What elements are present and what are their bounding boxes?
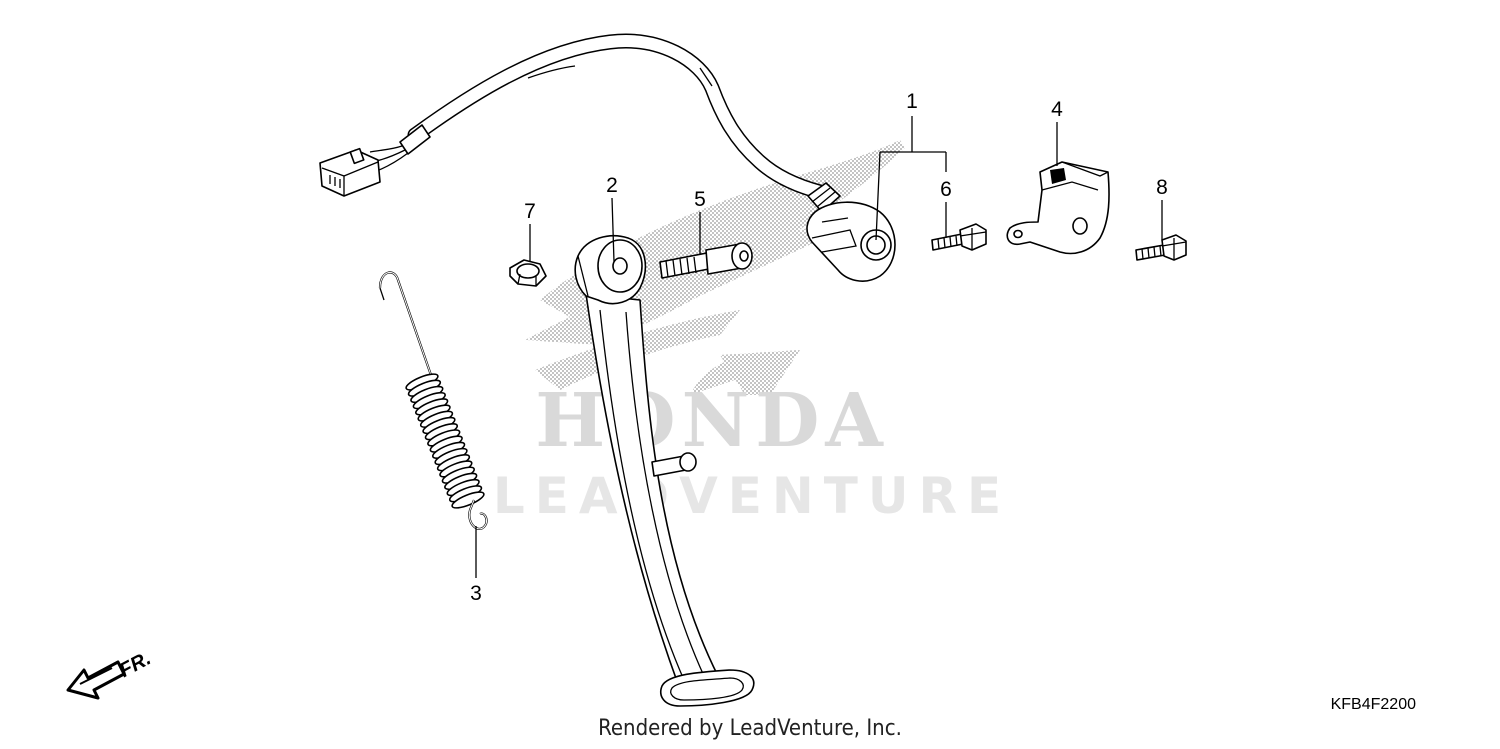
nut-7[interactable] bbox=[509, 259, 547, 287]
wiring-harness bbox=[319, 33, 841, 213]
callout-2[interactable]: 2 bbox=[606, 174, 618, 197]
footer-credit: Rendered by LeadVenture, Inc. bbox=[598, 716, 902, 741]
bolt-6[interactable] bbox=[931, 223, 987, 251]
callout-6[interactable]: 6 bbox=[940, 178, 952, 201]
spring-coils bbox=[405, 373, 485, 509]
callout-8[interactable]: 8 bbox=[1156, 176, 1168, 199]
bolt-8[interactable] bbox=[1135, 234, 1187, 261]
leadventure-watermark-text: LEADVENTURE bbox=[493, 467, 1011, 525]
front-direction-arrow: FR. bbox=[66, 647, 155, 700]
callout-5[interactable]: 5 bbox=[694, 188, 706, 211]
callout-3[interactable]: 3 bbox=[470, 582, 482, 605]
bracket-4[interactable] bbox=[1006, 161, 1110, 255]
leader-lines bbox=[475, 116, 1163, 578]
side-stand-switch[interactable] bbox=[806, 201, 896, 282]
callouts: 1 2 3 4 5 6 7 8 bbox=[470, 90, 1168, 605]
spring-3[interactable] bbox=[378, 271, 488, 530]
spring-coil bbox=[451, 491, 485, 509]
callout-7[interactable]: 7 bbox=[524, 200, 536, 223]
honda-watermark-text: HONDA bbox=[535, 378, 889, 464]
callout-1[interactable]: 1 bbox=[906, 90, 918, 113]
side-stand-2[interactable] bbox=[574, 234, 755, 707]
diagram-code: KFB4F2200 bbox=[1330, 696, 1416, 713]
callout-4[interactable]: 4 bbox=[1051, 98, 1063, 121]
pivot-bolt-5[interactable] bbox=[659, 242, 753, 279]
